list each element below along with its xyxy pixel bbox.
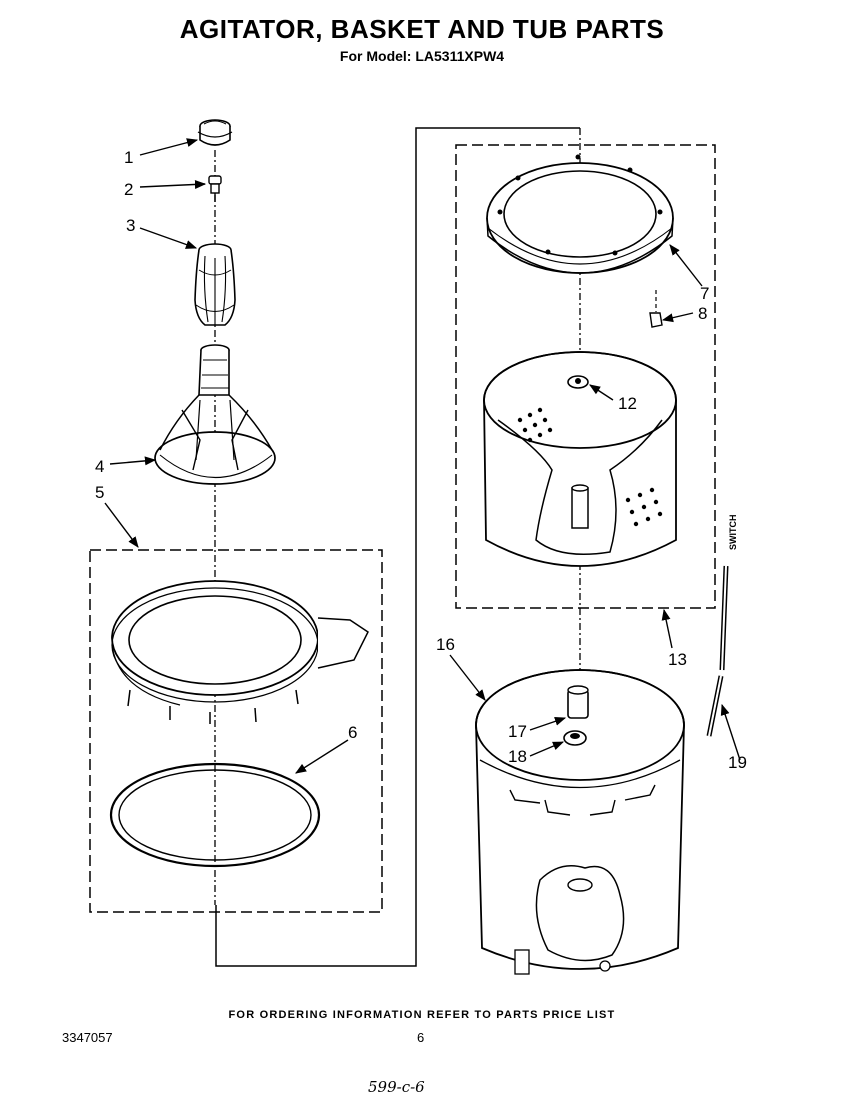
ring-clip-part xyxy=(649,290,663,328)
ordering-info-note: FOR ORDERING INFORMATION REFER TO PARTS … xyxy=(228,1009,616,1021)
callout-4: 4 xyxy=(95,457,104,476)
model-subtitle: For Model: LA5311XPW4 xyxy=(339,48,505,64)
agitator-barrel-part xyxy=(194,243,236,326)
seal-ring-part xyxy=(109,762,321,868)
callout-18: 18 xyxy=(508,747,527,766)
assembly-connector-line xyxy=(215,127,580,967)
callout-7: 7 xyxy=(700,284,709,303)
callout-12: 12 xyxy=(618,394,637,413)
callout-1: 1 xyxy=(124,148,133,167)
callout-6: 6 xyxy=(348,723,357,742)
callout-5: 5 xyxy=(95,483,104,502)
handwritten-note: 599-c-6 xyxy=(368,1078,425,1096)
callout-2: 2 xyxy=(124,180,133,199)
callout-19: 19 xyxy=(728,753,747,772)
agitator-cap-part xyxy=(197,119,233,146)
document-number: 3347057 xyxy=(62,1030,113,1045)
tub-nut-part xyxy=(563,730,587,746)
callout-17: 17 xyxy=(508,722,527,741)
callout-8: 8 xyxy=(698,304,707,323)
tub-ring-part xyxy=(111,580,369,724)
outer-tub-part xyxy=(475,669,685,975)
seal-assembly-dashed-box xyxy=(89,549,383,913)
basket-hub-part xyxy=(567,375,589,389)
page-number: 6 xyxy=(417,1030,425,1045)
spin-basket-part xyxy=(483,351,677,567)
agitator-base-part xyxy=(154,344,276,485)
basket-assembly-dashed-box xyxy=(455,144,716,609)
tub-hub-part xyxy=(567,685,589,719)
callout-16: 16 xyxy=(436,635,455,654)
agitator-bolt-part xyxy=(208,175,222,202)
page-title: AGITATOR, BASKET AND TUB PARTS xyxy=(179,14,665,44)
switch-hose-part xyxy=(706,565,729,737)
callout-leaders xyxy=(104,138,741,774)
switch-label: SWITCH xyxy=(728,515,738,551)
callout-3: 3 xyxy=(126,216,135,235)
callout-13: 13 xyxy=(668,650,687,669)
balance-ring-part xyxy=(486,154,674,274)
